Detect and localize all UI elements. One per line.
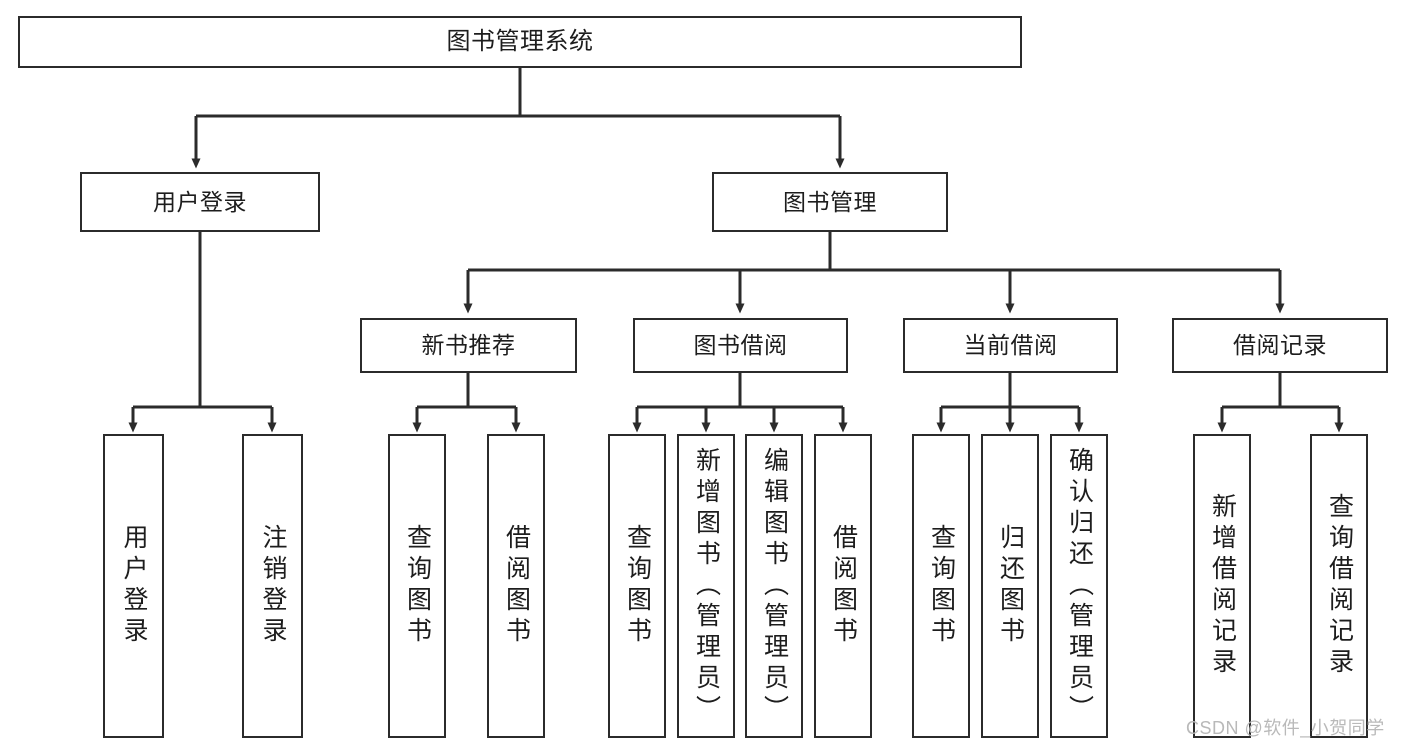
node-current-borrow[interactable]: 当前借阅: [903, 318, 1118, 373]
node-borrow-record[interactable]: 借阅记录: [1172, 318, 1388, 373]
leaf-new-book-query[interactable]: 查询图书: [388, 434, 446, 738]
node-new-book-recommend[interactable]: 新书推荐: [360, 318, 577, 373]
node-book-borrow-label: 图书借阅: [693, 332, 788, 359]
leaf-current-return-book[interactable]: 归还图书: [981, 434, 1039, 738]
leaf-record-query[interactable]: 查询借阅记录: [1310, 434, 1368, 738]
leaf-borrow-query-book[interactable]: 查询图书: [608, 434, 666, 738]
leaf-label: 借阅图书: [502, 524, 531, 648]
node-book-borrow[interactable]: 图书借阅: [633, 318, 848, 373]
leaf-label: 注销登录: [259, 524, 287, 648]
leaf-label: 新增借阅记录: [1208, 493, 1237, 679]
leaf-borrow-edit-book-admin[interactable]: 编辑图书（管理员）: [745, 434, 803, 738]
leaf-current-query-book[interactable]: 查询图书: [912, 434, 970, 738]
leaf-new-book-borrow[interactable]: 借阅图书: [487, 434, 545, 738]
leaf-record-add[interactable]: 新增借阅记录: [1193, 434, 1251, 738]
node-user-login[interactable]: 用户登录: [80, 172, 320, 232]
leaf-label: 确认归还（管理员）: [1065, 446, 1094, 726]
leaf-user-login-logout[interactable]: 注销登录: [242, 434, 303, 738]
leaf-label: 查询借阅记录: [1325, 493, 1354, 679]
leaf-user-login-login[interactable]: 用户登录: [103, 434, 164, 738]
leaf-borrow-borrow-book[interactable]: 借阅图书: [814, 434, 872, 738]
leaf-label: 编辑图书（管理员）: [760, 446, 789, 726]
leaf-label: 新增图书（管理员）: [692, 446, 721, 726]
node-user-login-label: 用户登录: [153, 188, 247, 215]
node-borrow-record-label: 借阅记录: [1233, 332, 1327, 359]
leaf-label: 查询图书: [927, 524, 956, 648]
node-new-book-recommend-label: 新书推荐: [421, 332, 516, 359]
leaf-current-confirm-return-admin[interactable]: 确认归还（管理员）: [1050, 434, 1108, 738]
node-book-management[interactable]: 图书管理: [712, 172, 948, 232]
leaf-label: 查询图书: [403, 524, 432, 648]
leaf-label: 用户登录: [120, 524, 148, 648]
node-current-borrow-label: 当前借阅: [963, 332, 1058, 359]
leaf-borrow-add-book-admin[interactable]: 新增图书（管理员）: [677, 434, 735, 738]
node-book-management-label: 图书管理: [783, 188, 877, 215]
node-root-label: 图书管理系统: [446, 28, 594, 56]
leaf-label: 归还图书: [996, 524, 1025, 648]
node-root[interactable]: 图书管理系统: [18, 16, 1022, 68]
leaf-label: 借阅图书: [829, 524, 858, 648]
leaf-label: 查询图书: [623, 524, 652, 648]
csdn-watermark: CSDN @软件_小贺同学: [1186, 718, 1385, 738]
